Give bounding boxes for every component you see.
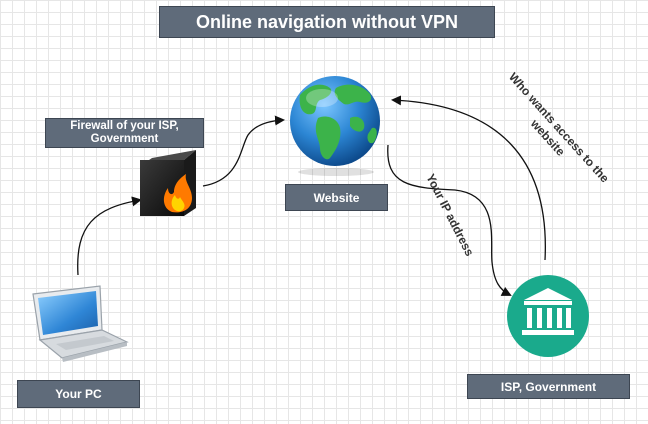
website-label: Website [285, 184, 388, 211]
firewall-icon [140, 150, 196, 216]
edge-isp-to-website [391, 95, 546, 261]
firewall-label: Firewall of your ISP, Government [45, 118, 204, 148]
edge-website-to-isp [387, 144, 512, 296]
pc-label: Your PC [17, 380, 140, 408]
isp-label: ISP, Government [467, 374, 630, 399]
bank-building-icon [507, 275, 589, 357]
diagram-title: Online navigation without VPN [159, 6, 495, 38]
laptop-icon [32, 285, 129, 362]
globe-icon [290, 76, 380, 176]
edge-firewall-to-website [202, 115, 285, 187]
edge-pc-to-firewall [77, 196, 142, 276]
